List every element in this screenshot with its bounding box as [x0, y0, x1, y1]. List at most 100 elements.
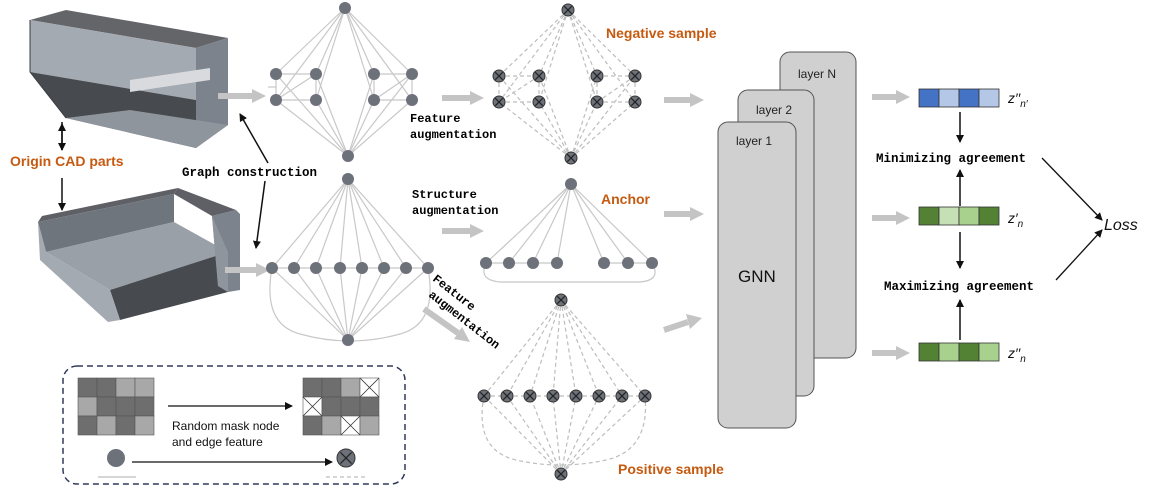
legend-mask-text-line1: Random mask node	[172, 419, 280, 433]
gnn-layer-stack: layer N ... layer 2 layer 1 GNN	[717, 51, 857, 429]
graph-edge	[275, 73, 317, 101]
graph-node	[342, 334, 354, 346]
graph-edge	[560, 395, 600, 475]
arrow-graph-construction-2	[252, 180, 266, 249]
legend-node-masked	[336, 448, 356, 468]
layer-2-label: layer 2	[756, 103, 792, 117]
graph-node	[270, 68, 282, 80]
graph-edge	[275, 7, 346, 101]
mask-cross	[548, 391, 558, 401]
feature-cell	[302, 377, 323, 398]
minimizing-agreement-label: Minimizing agreement	[876, 152, 1026, 166]
feature-cell	[321, 415, 342, 436]
feature-cell	[359, 415, 380, 436]
graph-edge	[567, 9, 636, 77]
embedding-cell	[918, 342, 940, 362]
feature-cell	[77, 396, 98, 417]
feature-cell	[115, 396, 136, 417]
graph-edge	[373, 73, 413, 101]
gnn-label: GNN	[738, 267, 776, 286]
graph-edge	[344, 7, 375, 75]
graph-edge	[560, 395, 646, 475]
graph-edge	[570, 183, 605, 264]
z-negative-label: z′′n′	[1007, 90, 1029, 110]
flow-arrow-5	[422, 306, 460, 336]
feature-cell	[321, 396, 342, 417]
positive-sample-label: Positive sample	[618, 461, 724, 477]
feature-cell	[340, 377, 361, 398]
graph-construction-label: Graph construction	[182, 166, 317, 180]
graph-edge	[570, 101, 598, 159]
feature-cell	[340, 396, 361, 417]
graph-edge	[570, 183, 629, 264]
graph-edge	[347, 73, 413, 157]
mask-cross	[340, 415, 361, 436]
embedding-anchor	[918, 206, 1000, 226]
feature-cell	[321, 377, 342, 398]
graph-edge	[506, 395, 562, 475]
graph-edge	[347, 267, 429, 341]
legend: Random mask node and edge feature	[62, 365, 406, 485]
mask-cross	[556, 295, 566, 305]
graph-edge	[275, 99, 349, 157]
mask-cross	[592, 97, 602, 107]
embedding-cell	[938, 88, 960, 108]
embedding-cell	[958, 342, 980, 362]
graph-node	[551, 257, 563, 269]
mask-cross	[594, 391, 604, 401]
graph-edge	[347, 178, 407, 269]
graph-edge	[570, 101, 636, 159]
embedding-cell	[938, 342, 960, 362]
mask-cross	[339, 451, 353, 465]
graph-edge	[560, 299, 577, 397]
feature-cell	[77, 415, 98, 436]
graph-node	[266, 262, 278, 274]
graph-edge	[556, 183, 572, 264]
graph-node	[288, 262, 300, 274]
graph-node	[270, 94, 282, 106]
graph-node	[310, 94, 322, 106]
mask-cross	[494, 97, 504, 107]
embedding-negative	[918, 88, 1000, 108]
layer-n-label: layer N	[798, 67, 836, 81]
mask-cross	[630, 71, 640, 81]
mask-cross	[563, 5, 573, 15]
graph-edge	[347, 99, 375, 157]
graph-edge	[483, 262, 656, 283]
legend-border	[62, 365, 406, 485]
arrow-min-to-loss	[1041, 157, 1103, 221]
graph-edge	[538, 9, 569, 103]
mask-cross	[525, 391, 535, 401]
graph-node	[342, 173, 354, 185]
embedding-cell	[918, 88, 940, 108]
graph-edge	[275, 7, 346, 75]
graph-cad-part-2	[266, 173, 434, 346]
graph-edge	[538, 75, 572, 159]
mask-cross	[592, 71, 602, 81]
graph-edge	[315, 178, 349, 269]
feature-cell	[134, 377, 155, 398]
graph-node	[368, 94, 380, 106]
graph-edge	[271, 267, 349, 341]
graph-node	[527, 257, 539, 269]
graph-edge	[529, 299, 562, 397]
feature-cell	[134, 396, 155, 417]
graph-edge	[315, 267, 349, 341]
negative-sample-label: Negative sample	[606, 25, 717, 41]
graph-edge	[498, 9, 569, 77]
graph-edge	[347, 267, 385, 341]
mask-cross	[494, 71, 504, 81]
graph-edge	[567, 9, 598, 77]
graph-node	[400, 262, 412, 274]
graph-edge	[560, 299, 646, 397]
mask-cross	[640, 391, 650, 401]
graph-edge	[347, 267, 407, 341]
graph-edge	[271, 178, 349, 269]
graph-cad-part-1	[268, 2, 418, 162]
mask-cross	[617, 391, 627, 401]
graph-edge	[506, 299, 562, 397]
loss-label: Loss	[1104, 217, 1138, 234]
graph-edge	[347, 178, 363, 269]
graph-node	[406, 68, 418, 80]
